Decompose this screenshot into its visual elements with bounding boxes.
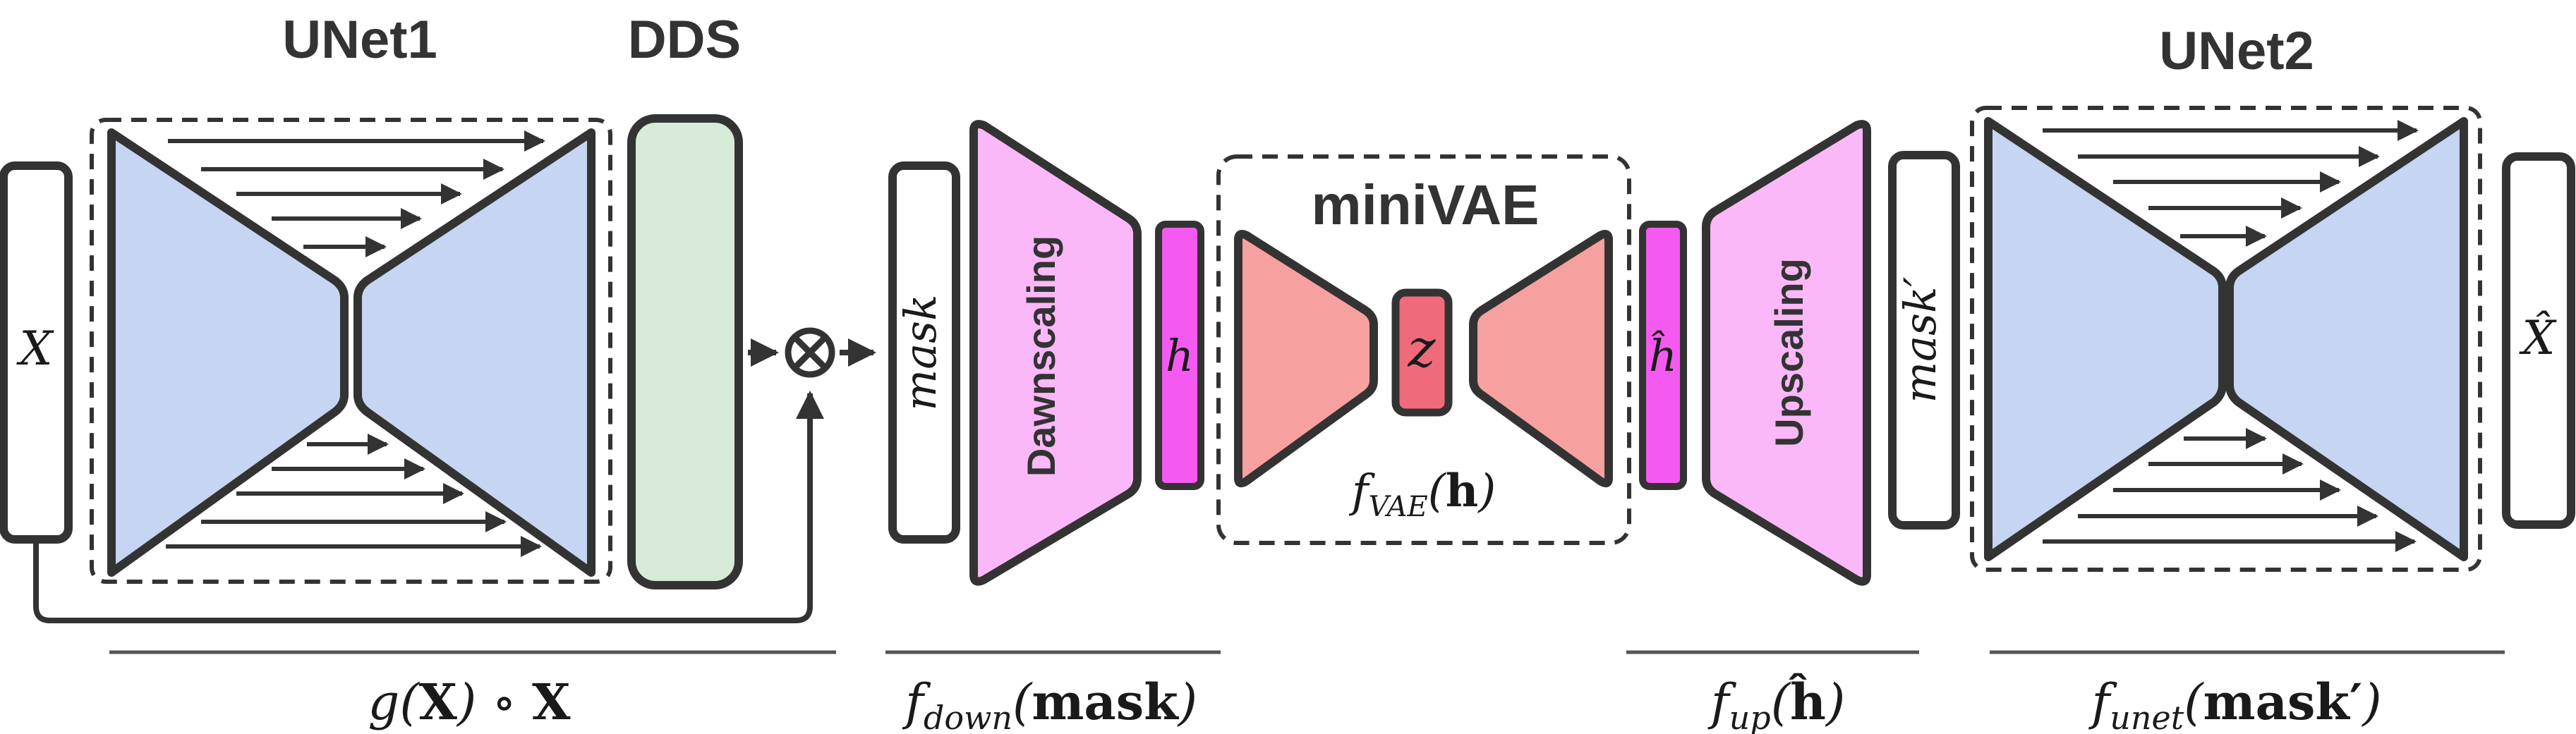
unet1-block xyxy=(90,118,612,584)
mask-block: mask xyxy=(888,161,960,544)
upscaling-label: Upscaling xyxy=(1767,258,1811,447)
h-label: h xyxy=(1166,330,1194,381)
downscaling-block: Dawnscaling xyxy=(969,120,1142,586)
dds-block xyxy=(627,114,743,589)
x-hat-label: X̂ xyxy=(2519,311,2558,365)
h-hat-label: ĥ xyxy=(1649,330,1677,381)
unet2-title: UNet2 xyxy=(2159,21,2314,81)
h-block: h xyxy=(1155,221,1204,490)
f-up-formula: fup(ĥ) xyxy=(1707,673,1846,734)
x-skip-connection xyxy=(33,391,824,623)
h-hat-block: ĥ xyxy=(1639,221,1687,490)
minivae-block: z xyxy=(1216,154,1631,545)
f-unet-formula: funet(mask′) xyxy=(2088,673,2381,734)
downscaling-label: Dawnscaling xyxy=(1019,236,1063,477)
minivae-title: miniVAE xyxy=(1311,173,1539,236)
mask-label: mask xyxy=(895,294,946,410)
output-x-hat-block: X̂ xyxy=(2502,152,2575,529)
g-formula: g(X) ∘ X xyxy=(368,673,572,731)
unet1-skip-connections xyxy=(166,130,545,557)
f-vae-formula: fVAE(h) xyxy=(1349,465,1496,523)
f-down-formula: fdown(mask) xyxy=(902,673,1197,734)
dds-title: DDS xyxy=(628,10,741,70)
mask-prime-block: mask′ xyxy=(1888,151,1960,530)
unet2-skip-connections xyxy=(2043,120,2419,552)
z-label: z xyxy=(1408,318,1437,379)
multiply-operator xyxy=(785,327,835,378)
input-x-block: X xyxy=(0,161,73,544)
mask-prime-label: mask′ xyxy=(1894,276,1946,403)
x-label: X xyxy=(16,322,55,376)
upscaling-block: Upscaling xyxy=(1702,120,1871,586)
unet1-title: UNet1 xyxy=(282,10,437,70)
unet2-block xyxy=(1970,106,2482,572)
